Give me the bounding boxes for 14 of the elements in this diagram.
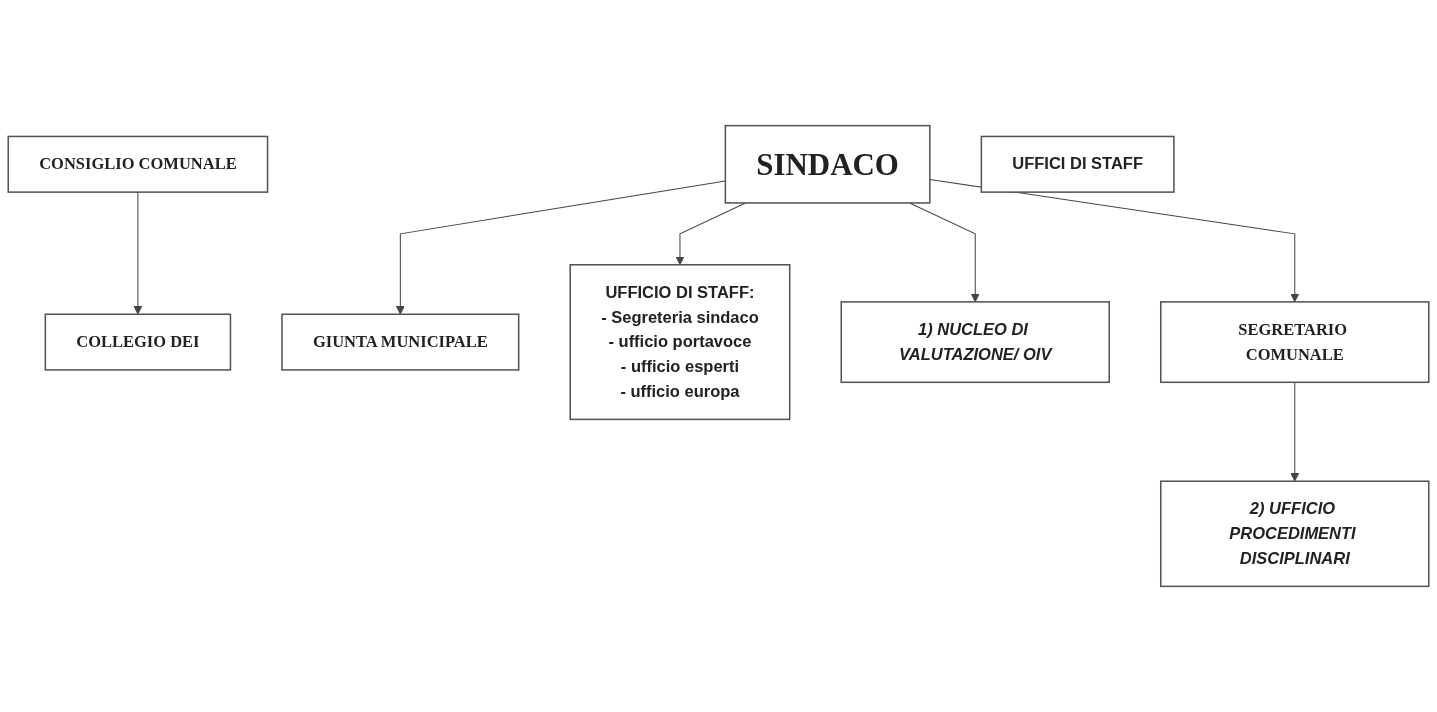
node-box: 1) NUCLEO DI VALUTAZIONE/ OIV — [840, 301, 1110, 384]
node-box: CONSIGLIO COMUNALE — [7, 135, 269, 193]
arrow — [929, 179, 1300, 303]
arrow — [395, 180, 726, 315]
arrow — [1290, 381, 1300, 482]
node-box: GIUNTA MUNICIPALE — [281, 313, 520, 371]
node-box: 2) UFFICIO PROCEDIMENTI DISCIPLINARI — [1160, 480, 1430, 588]
node-box: COLLEGIO DEI — [44, 313, 232, 371]
node-box: UFFICIO DI STAFF: - Segreteria sindaco - ufficio portavoce - ufficio esperti - ufficio europa — [569, 264, 791, 421]
node-box: SINDACO — [724, 124, 931, 204]
node-box: UFFICI DI STAFF — [980, 135, 1175, 193]
arrow — [909, 202, 980, 303]
arrow — [133, 191, 143, 315]
node-box: SEGRETARIO COMUNALE — [1160, 301, 1430, 384]
